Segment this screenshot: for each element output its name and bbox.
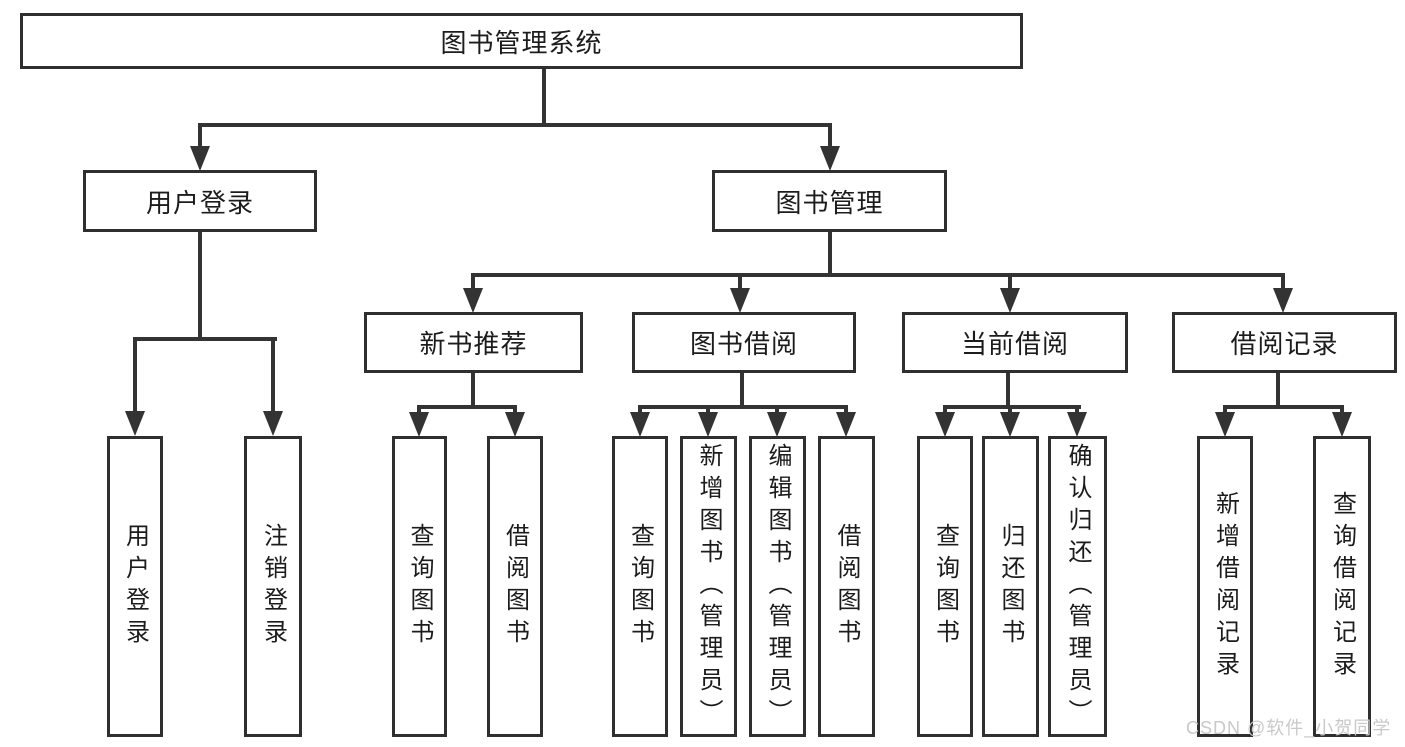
connector-book-management-stub (828, 232, 832, 277)
node-label: 借阅记录 (1230, 329, 1339, 359)
node-library-management-system: 图书管理系统 (20, 13, 1023, 69)
connector-arrow-new-book-recommend (471, 273, 475, 288)
leaf-label: 查询图书 (626, 522, 654, 651)
leaf-query-books-current: 查询图书 (917, 436, 973, 737)
leaf-label: 借阅图书 (833, 522, 860, 651)
leaf-query-books-recommend: 查询图书 (392, 436, 447, 737)
connector-arrow (513, 405, 517, 412)
connector-borrow-records-stub (1276, 373, 1280, 409)
node-label: 新书推荐 (419, 329, 528, 359)
leaf-user-login: 用户登录 (107, 436, 163, 737)
leaf-return-books: 归还图书 (982, 436, 1039, 737)
leaf-label: 确认归还（管理员） (1064, 442, 1091, 731)
node-user-login: 用户登录 (83, 170, 317, 232)
connector-arrow-current-borrow (1008, 273, 1012, 288)
node-label: 当前借阅 (960, 329, 1069, 359)
leaf-label: 注销登录 (259, 522, 287, 651)
leaf-label: 查询图书 (406, 522, 433, 651)
connector-borrow-records-branch (1223, 405, 1344, 409)
leaf-label: 用户登录 (121, 522, 149, 651)
connector-arrow (638, 405, 642, 412)
leaf-add-books-admin: 新增图书（管理员） (680, 436, 737, 737)
node-new-book-recommend: 新书推荐 (364, 312, 583, 373)
connector-current-borrow-stub (1006, 373, 1010, 409)
connector-arrow-leaf-logout (271, 337, 275, 411)
connector-arrow (1008, 405, 1012, 412)
connector-book-management-branch (471, 273, 1285, 277)
leaf-confirm-return-admin: 确认归还（管理员） (1048, 436, 1107, 737)
csdn-watermark: CSDN @软件_小贺同学 (1186, 718, 1392, 738)
node-label: 图书借阅 (689, 329, 798, 359)
connector-arrow (1340, 405, 1344, 412)
leaf-borrow-books-recommend: 借阅图书 (487, 436, 543, 737)
leaf-query-books-borrow: 查询图书 (612, 436, 668, 737)
node-label: 图书管理 (775, 187, 884, 218)
connector-arrow (844, 405, 848, 412)
leaf-label: 新增图书（管理员） (695, 442, 722, 731)
connector-current-borrow-branch (943, 405, 1081, 409)
leaf-edit-books-admin: 编辑图书（管理员） (749, 436, 806, 737)
connector-arrow-borrow-records (1281, 273, 1285, 288)
leaf-label: 借阅图书 (501, 522, 529, 651)
connector-book-borrow-stub (740, 373, 744, 409)
connector-user-login-stub (198, 232, 202, 341)
connector-arrow-book-management (828, 123, 832, 146)
connector-arrow (1223, 405, 1227, 412)
leaf-label: 新增借阅记录 (1211, 490, 1239, 683)
leaf-query-borrow-record: 查询借阅记录 (1313, 436, 1371, 737)
node-current-borrow: 当前借阅 (902, 312, 1128, 373)
connector-arrow (417, 405, 421, 412)
connector-arrow (775, 405, 779, 412)
leaf-add-borrow-record: 新增借阅记录 (1197, 436, 1253, 737)
connector-root-branch (198, 123, 832, 127)
leaf-logout: 注销登录 (244, 436, 302, 737)
node-book-borrow: 图书借阅 (632, 312, 856, 373)
connector-root-stub (542, 69, 546, 127)
leaf-borrow-books: 借阅图书 (818, 436, 875, 737)
node-book-management: 图书管理 (712, 170, 947, 232)
leaf-label: 查询借阅记录 (1328, 490, 1356, 683)
leaf-label: 查询图书 (931, 522, 959, 651)
connector-arrow-book-borrow (738, 273, 742, 288)
connector-arrow (1075, 405, 1079, 412)
connector-new-book-branch (417, 405, 517, 409)
connector-arrow (943, 405, 947, 412)
node-label: 用户登录 (145, 187, 254, 218)
node-borrow-records: 借阅记录 (1172, 312, 1397, 373)
connector-arrow-leaf-user-login (133, 337, 137, 411)
connector-user-login-branch (133, 337, 277, 341)
leaf-label: 编辑图书（管理员） (764, 442, 791, 731)
connector-new-book-stub (471, 373, 475, 409)
connector-arrow (706, 405, 710, 412)
connector-arrow-user-login (198, 123, 202, 146)
connector-book-borrow-branch (638, 405, 848, 409)
leaf-label: 归还图书 (997, 522, 1024, 651)
node-label: 图书管理系统 (440, 27, 603, 58)
